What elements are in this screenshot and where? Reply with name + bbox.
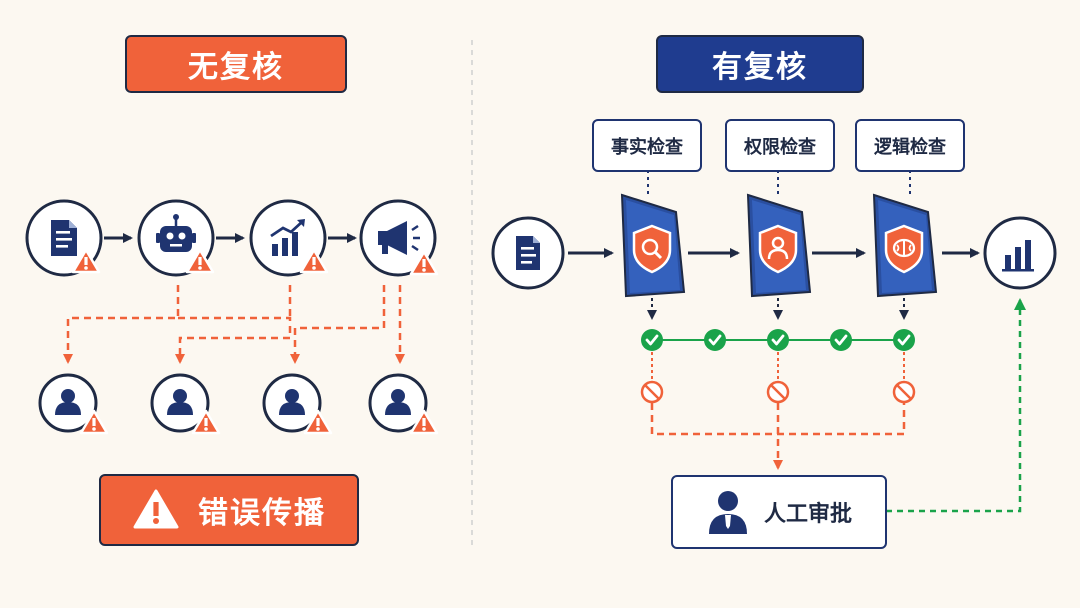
permission-check-label-text: 权限检查 — [744, 136, 816, 158]
warning-icon — [133, 489, 179, 529]
logic-check-label: 逻辑检查 — [855, 119, 965, 172]
no-review-title: 无复核 — [125, 35, 347, 93]
error-propagation-paths — [63, 285, 405, 364]
with-review-title-text: 有复核 — [712, 50, 808, 85]
no-review-title-text: 无复核 — [188, 50, 284, 85]
error-propagation-box: 错误传播 — [99, 474, 359, 546]
check-icon — [828, 327, 854, 353]
human-approval-box: 人工审批 — [671, 475, 887, 549]
logic-check-label-text: 逻辑检查 — [874, 136, 946, 158]
user-icon — [262, 373, 333, 435]
permission-check-label: 权限检查 — [725, 119, 835, 172]
with-review-title: 有复核 — [656, 35, 864, 93]
user-icon — [38, 373, 109, 435]
robot-icon — [137, 199, 215, 277]
megaphone-icon — [359, 199, 439, 277]
permission-check-gate — [746, 193, 812, 298]
escalation-paths — [650, 403, 906, 470]
user-icon — [368, 373, 439, 435]
user-shield-icon — [758, 224, 798, 274]
label-connectors — [647, 170, 911, 198]
search-shield-icon — [632, 224, 672, 274]
brain-shield-icon — [884, 224, 924, 274]
logic-check-gate — [872, 193, 938, 298]
gate-down-connectors — [647, 298, 909, 320]
person-icon — [708, 491, 747, 534]
human-approval-text: 人工审批 — [763, 502, 852, 527]
error-propagation-text: 错误传播 — [198, 496, 326, 531]
block-icon — [892, 380, 916, 404]
fact-check-label: 事实检查 — [592, 119, 702, 172]
check-icon — [702, 327, 728, 353]
document-icon — [491, 216, 565, 290]
block-icon — [640, 380, 664, 404]
check-icon — [639, 327, 665, 353]
check-icon — [765, 327, 791, 353]
bar-chart-icon — [983, 216, 1057, 290]
chart-up-icon — [249, 199, 329, 277]
document-icon — [25, 199, 103, 277]
block-icon — [766, 380, 790, 404]
approval-path — [886, 298, 1026, 513]
check-icon — [891, 327, 917, 353]
fact-check-label-text: 事实检查 — [611, 136, 683, 158]
user-icon — [150, 373, 221, 435]
fact-check-gate — [620, 193, 686, 298]
